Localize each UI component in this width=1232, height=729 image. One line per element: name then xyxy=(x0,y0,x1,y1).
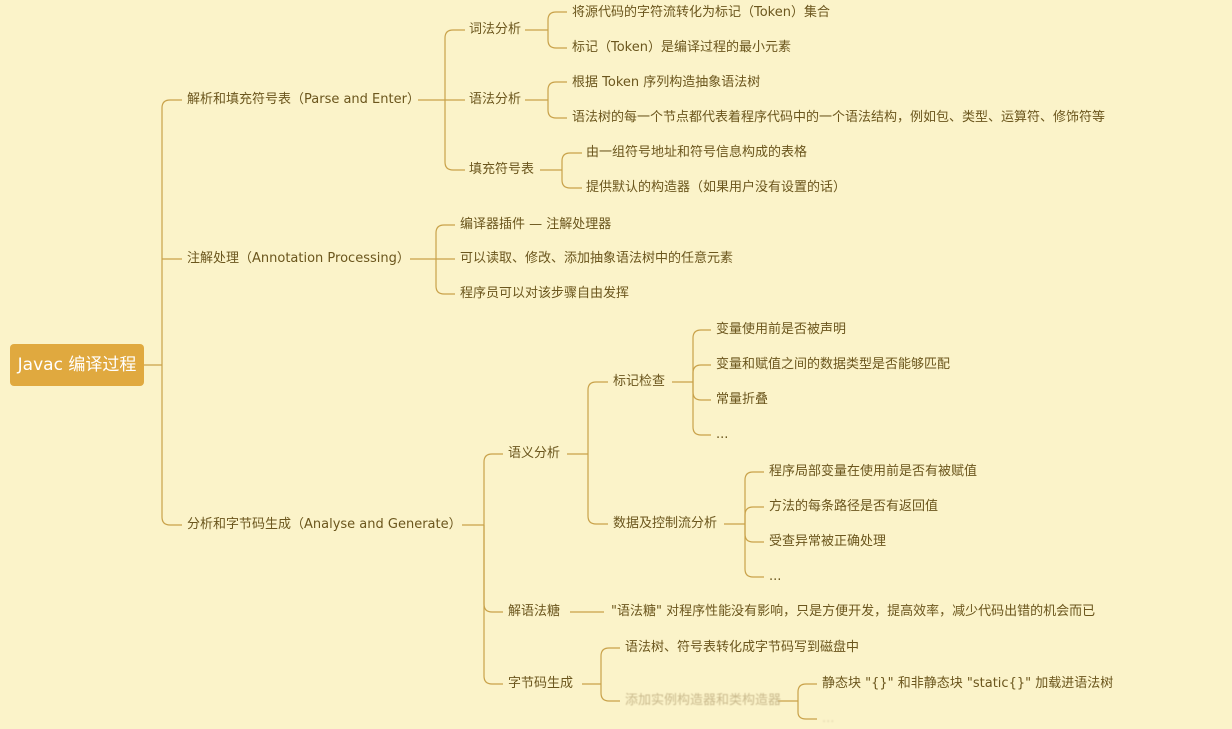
node-bytecode-sub[interactable]: 添加实例构造器和类构造器 xyxy=(625,693,782,708)
node-syntax-analysis[interactable]: 语法分析 xyxy=(469,92,522,107)
leaf-flow-2[interactable]: 方法的每条路径是否有返回值 xyxy=(769,499,939,514)
node-bytecode-generation[interactable]: 字节码生成 xyxy=(508,676,574,691)
leaf-annotation-1[interactable]: 编译器插件 — 注解处理器 xyxy=(460,217,612,232)
leaf-bytecode-1[interactable]: 语法树、符号表转化成字节码写到磁盘中 xyxy=(625,640,860,655)
leaf-lexical-1[interactable]: 将源代码的字符流转化为标记（Token）集合 xyxy=(572,5,830,20)
node-flow-analysis[interactable]: 数据及控制流分析 xyxy=(613,516,718,531)
leaf-symbol-2[interactable]: 提供默认的构造器（如果用户没有设置的话） xyxy=(586,180,847,195)
leaf-annotation-3[interactable]: 程序员可以对该步骤自由发挥 xyxy=(460,286,630,301)
node-annotation-processing[interactable]: 注解处理（Annotation Processing） xyxy=(187,251,410,266)
node-symbol-table[interactable]: 填充符号表 xyxy=(469,162,535,177)
leaf-lexical-2[interactable]: 标记（Token）是编译过程的最小元素 xyxy=(572,40,791,55)
leaf-annotation-2[interactable]: 可以读取、修改、添加抽象语法树中的任意元素 xyxy=(460,251,734,266)
leaf-flow-1[interactable]: 程序局部变量在使用前是否有被赋值 xyxy=(769,464,978,479)
leaf-syntax-1[interactable]: 根据 Token 序列构造抽象语法树 xyxy=(572,75,761,90)
leaf-syntax-2[interactable]: 语法树的每一个节点都代表着程序代码中的一个语法结构，例如包、类型、运算符、修饰符… xyxy=(572,110,1106,125)
leaf-desugar-1[interactable]: "语法糖" 对程序性能没有影响，只是方便开发，提高效率，减少代码出错的机会而已 xyxy=(611,604,1096,619)
node-parse-enter[interactable]: 解析和填充符号表（Parse and Enter） xyxy=(187,92,420,107)
leaf-mark-check-4[interactable]: ... xyxy=(716,427,729,442)
leaf-flow-3[interactable]: 受查异常被正确处理 xyxy=(769,534,887,549)
leaf-mark-check-2[interactable]: 变量和赋值之间的数据类型是否能够匹配 xyxy=(716,357,951,372)
leaf-mark-check-1[interactable]: 变量使用前是否被声明 xyxy=(716,322,847,337)
root-node[interactable]: Javac 编译过程 xyxy=(10,344,144,386)
node-desugar[interactable]: 解语法糖 xyxy=(508,604,561,619)
leaf-mark-check-3[interactable]: 常量折叠 xyxy=(716,392,769,407)
node-analyse-generate[interactable]: 分析和字节码生成（Analyse and Generate） xyxy=(187,517,462,532)
leaf-symbol-1[interactable]: 由一组符号地址和符号信息构成的表格 xyxy=(586,145,808,160)
node-lexical-analysis[interactable]: 词法分析 xyxy=(469,22,522,37)
leaf-bytecode-sub-1[interactable]: 静态块 "{}" 和非静态块 "static{}" 加载进语法树 xyxy=(822,676,1114,691)
leaf-bytecode-sub-2[interactable]: ... xyxy=(822,711,835,726)
leaf-flow-4[interactable]: ... xyxy=(769,569,782,584)
node-mark-check[interactable]: 标记检查 xyxy=(613,374,666,389)
node-semantic-analysis[interactable]: 语义分析 xyxy=(508,446,561,461)
